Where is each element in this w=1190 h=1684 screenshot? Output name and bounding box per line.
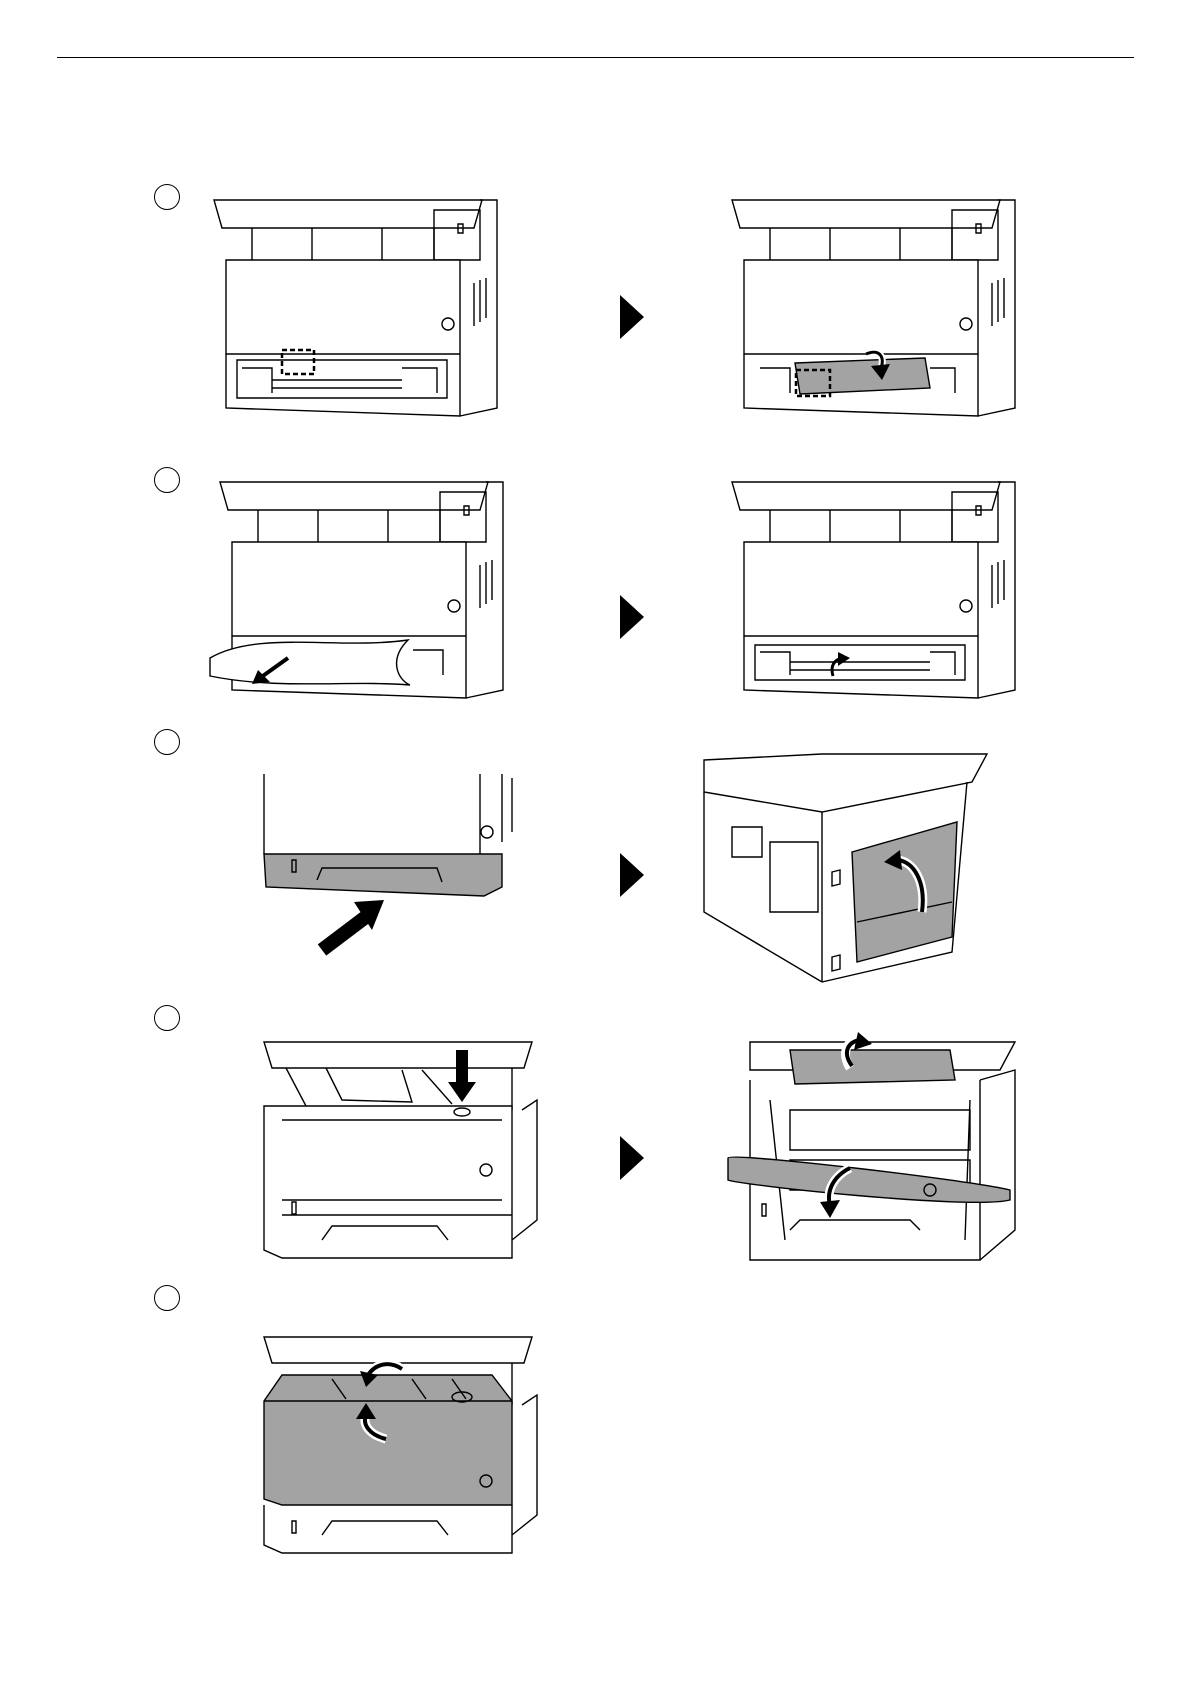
push-paper-cassette-icon bbox=[262, 772, 532, 970]
open-rear-cover-icon bbox=[702, 752, 992, 984]
step-5-marker bbox=[154, 1285, 180, 1311]
printer-rear-lower-view-icon bbox=[212, 198, 502, 420]
remove-jammed-paper-icon bbox=[218, 480, 508, 702]
next-arrow-icon bbox=[620, 853, 644, 897]
close-front-cover-icon bbox=[262, 1335, 542, 1557]
next-arrow-icon bbox=[620, 595, 644, 639]
press-front-cover-release-icon bbox=[262, 1040, 542, 1262]
step-2-marker bbox=[154, 467, 180, 493]
header-rule bbox=[57, 57, 1134, 58]
step-4-marker bbox=[154, 1005, 180, 1031]
step-1-marker bbox=[154, 184, 180, 210]
close-rear-lever-icon bbox=[730, 480, 1020, 702]
open-front-cover-icon bbox=[730, 1040, 1020, 1262]
step-3-marker bbox=[154, 729, 180, 755]
next-arrow-icon bbox=[620, 1136, 644, 1180]
next-arrow-icon bbox=[620, 295, 644, 339]
printer-rear-cover-open-icon bbox=[730, 198, 1020, 420]
